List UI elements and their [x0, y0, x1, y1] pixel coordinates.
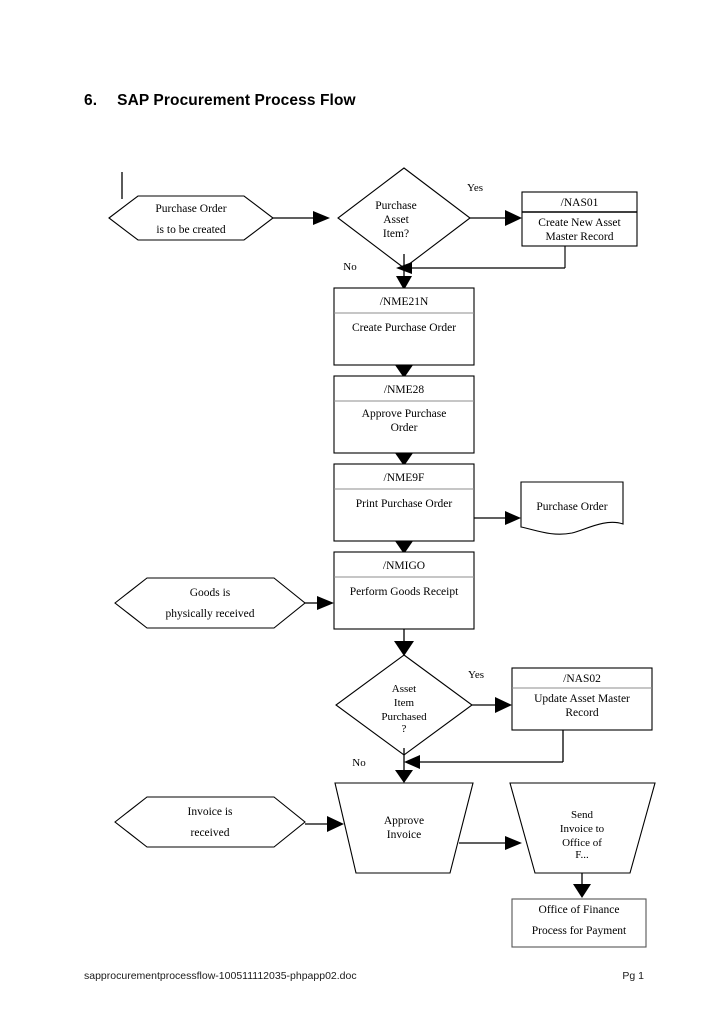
node-decision-purchase-asset-item[interactable]: Purchase Asset Item? [337, 167, 471, 269]
node-header: /NME28 [384, 384, 425, 396]
node-decision-asset-item-purchased[interactable]: Asset Item Purchased ? [335, 654, 473, 756]
node-nmigo[interactable]: /NMIGO Perform Goods Receipt [333, 551, 475, 630]
node-label-line-1: Office of Finance [539, 904, 620, 916]
node-header: /NAS01 [561, 197, 599, 209]
node-label-line-1: Approve [384, 815, 424, 827]
node-label-line-1: Approve Purchase [362, 408, 447, 420]
connector-start-to-decision1 [273, 211, 330, 225]
document-shape [520, 481, 624, 535]
connector-send-to-finance [573, 873, 591, 898]
connector-goods-to-nmigo [305, 596, 334, 610]
node-label-line-2: physically received [165, 608, 254, 620]
node-header: /NAS02 [563, 673, 601, 685]
node-label-line-3: Office of [562, 837, 602, 849]
node-label-line-4: ? [402, 723, 407, 735]
node-label-line-1: Purchase [375, 200, 417, 212]
node-office-of-finance[interactable]: Office of Finance Process for Payment [511, 898, 647, 948]
node-label-line-1: Create Purchase Order [352, 322, 456, 334]
trapezoid-shape [334, 782, 474, 874]
connector-nme9f-to-nmigo [395, 541, 413, 554]
hexagon-shape [114, 796, 306, 848]
connector-nmigo-to-decision2 [394, 629, 414, 656]
node-label-line-2: Item [394, 697, 415, 709]
connector-decision1-yes-to-nas01 [470, 210, 522, 226]
edge-label-yes-bottom: Yes [468, 669, 484, 681]
node-label-line-1: Perform Goods Receipt [350, 586, 459, 598]
connector-approve-to-send [459, 836, 522, 850]
process-box-shape [511, 667, 653, 731]
page-title: 6. SAP Procurement Process Flow [84, 92, 356, 109]
edge-label-no-bottom: No [352, 757, 366, 769]
connector-nas02-return [404, 730, 564, 769]
footer-page-number: Pg 1 [622, 970, 644, 982]
edge-label-yes-top: Yes [467, 182, 483, 194]
process-box-shape [333, 551, 475, 630]
node-label-line-1: Print Purchase Order [356, 498, 453, 510]
node-label-line-1: Update Asset Master [534, 693, 630, 705]
edge-label-no-top: No [343, 261, 357, 273]
connector-invoice-to-approve [305, 816, 344, 832]
node-label-line-1: Create New Asset [538, 217, 621, 229]
process-box-shape [333, 463, 475, 542]
node-label-line-1: Send [571, 809, 594, 821]
node-label-line-2: Invoice to [560, 823, 605, 835]
node-document-purchase-order[interactable]: Purchase Order [520, 481, 624, 535]
node-label-line-2: Record [565, 707, 598, 719]
node-label-line-2: Invoice [387, 829, 421, 841]
node-label-line-2: Master Record [545, 231, 613, 243]
connector-decision2-no-to-approve-invoice [395, 748, 413, 783]
node-nme9f[interactable]: /NME9F Print Purchase Order [333, 463, 475, 542]
process-box-shape [333, 375, 475, 454]
node-label-line-1: Purchase Order [155, 203, 226, 215]
node-nme28[interactable]: /NME28 Approve Purchase Order [333, 375, 475, 454]
hexagon-shape [114, 577, 306, 629]
connector-nme28-to-nme9f [395, 453, 413, 466]
node-label-line-3: Item? [383, 228, 409, 240]
node-purchase-order-start[interactable]: Purchase Order is to be created [108, 195, 274, 241]
node-header: /NMIGO [383, 560, 425, 572]
node-goods-received[interactable]: Goods is physically received [114, 577, 306, 629]
node-label-line-4: F... [575, 849, 589, 861]
node-label-line-2: received [191, 827, 230, 839]
connector-nme9f-to-document [474, 511, 521, 525]
node-header: /NME9F [384, 472, 425, 484]
node-label-line-1: Purchase Order [536, 501, 607, 513]
node-label-line-1: Asset [392, 683, 416, 695]
node-label-line-2: Order [391, 422, 418, 434]
node-label-line-1: Invoice is [187, 806, 233, 818]
node-label-line-2: is to be created [156, 224, 226, 236]
process-box-shape [521, 191, 638, 247]
node-label-line-2: Asset [383, 214, 409, 226]
connector-decision2-yes-to-nas02 [472, 697, 512, 713]
node-label-line-1: Goods is [190, 587, 231, 599]
footer-filename: sapprocurementprocessflow-100511112035-p… [84, 970, 357, 982]
node-nas01[interactable]: /NAS01 Create New Asset Master Record [521, 191, 638, 247]
connector-decision1-no-to-nme21n [396, 254, 412, 290]
connector-nme21n-to-nme28 [395, 365, 413, 378]
node-label-line-3: Purchased [381, 711, 427, 723]
node-label-line-2: Process for Payment [532, 925, 627, 937]
box-shape [511, 898, 647, 948]
node-send-invoice[interactable]: Send Invoice to Office of F... [509, 782, 656, 874]
trapezoid-shape [509, 782, 656, 874]
page-footer: sapprocurementprocessflow-100511112035-p… [84, 970, 644, 990]
node-invoice-received[interactable]: Invoice is received [114, 796, 306, 848]
node-header: /NME21N [380, 296, 429, 308]
process-box-shape [333, 287, 475, 366]
node-approve-invoice[interactable]: Approve Invoice [334, 782, 474, 874]
node-nas02[interactable]: /NAS02 Update Asset Master Record [511, 667, 653, 731]
node-nme21n[interactable]: /NME21N Create Purchase Order [333, 287, 475, 366]
